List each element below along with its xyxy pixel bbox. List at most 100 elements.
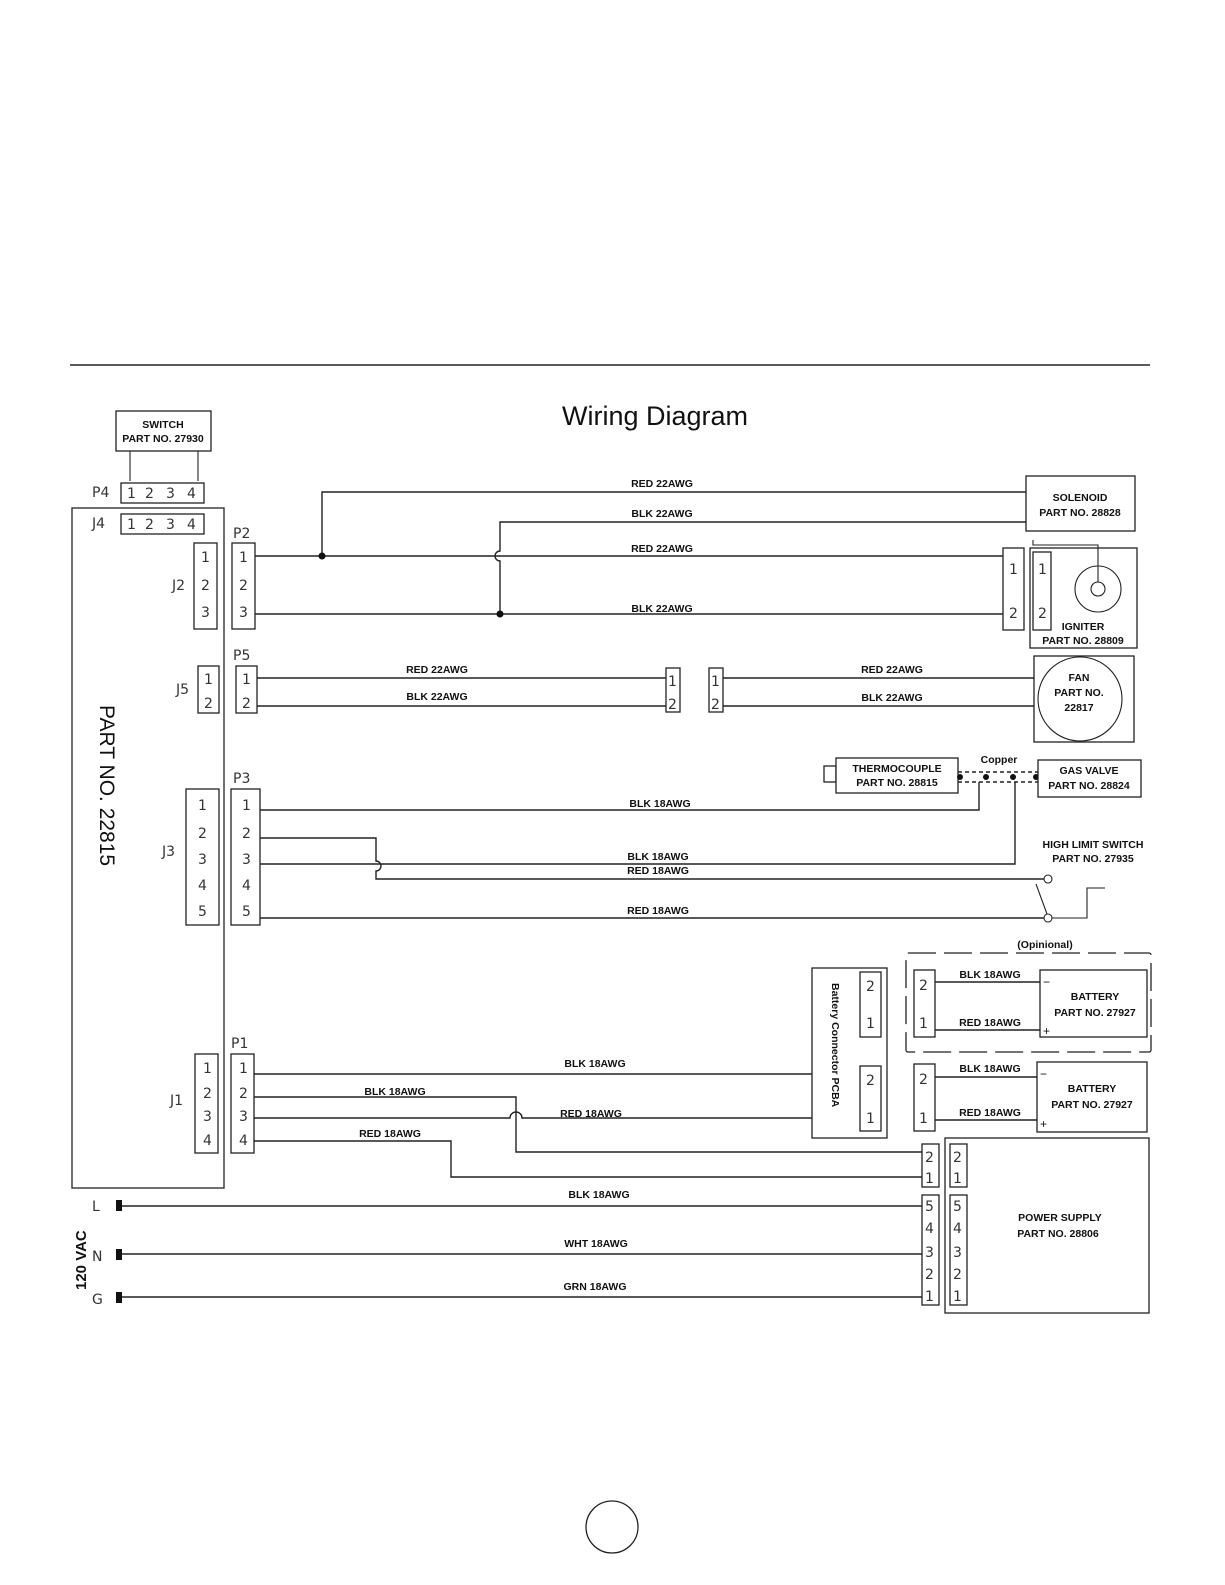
mains-n-label: N	[92, 1249, 102, 1265]
svg-text:PART NO. 27927: PART NO. 27927	[1051, 1099, 1133, 1111]
svg-text:4: 4	[953, 1221, 962, 1237]
svg-text:2: 2	[668, 697, 677, 713]
svg-text:3: 3	[198, 852, 207, 868]
svg-text:1: 1	[242, 798, 251, 814]
svg-text:4: 4	[239, 1133, 248, 1149]
battery-component: − + BATTERY PART NO. 27927	[1036, 1061, 1148, 1133]
svg-text:PART NO. 28809: PART NO. 28809	[1042, 635, 1124, 647]
svg-text:2: 2	[198, 826, 207, 842]
svg-text:PART NO. 28828: PART NO. 28828	[1039, 507, 1121, 519]
main-board-part: PART NO. 22815	[95, 705, 118, 866]
connector-p5-label: P5	[233, 648, 250, 664]
connector-p2	[231, 542, 256, 630]
svg-text:4: 4	[242, 878, 251, 894]
svg-text:1: 1	[1009, 562, 1018, 578]
connector-j1	[194, 1053, 219, 1154]
svg-text:3: 3	[201, 605, 210, 621]
svg-text:2: 2	[242, 696, 251, 712]
svg-text:2: 2	[953, 1267, 962, 1283]
svg-text:3: 3	[166, 486, 175, 502]
thermocouple-component: THERMOCOUPLE PART NO. 28815	[823, 757, 959, 794]
high-limit-switch-component: HIGH LIMIT SWITCH PART NO. 27935	[1035, 839, 1143, 923]
connector-j5-label: J5	[175, 682, 189, 698]
battery-connector-pcba: Battery Connector PCBA 2 1 2 1	[811, 967, 888, 1139]
fan-inline-connector-b	[708, 667, 724, 713]
svg-text:2: 2	[925, 1267, 934, 1283]
connector-j3-label: J3	[161, 844, 175, 860]
svg-text:2: 2	[1038, 606, 1047, 622]
wire-label-blk18-pcba: BLK 18AWG	[564, 1058, 625, 1070]
connector-p2-label: P2	[233, 526, 250, 542]
svg-text:1: 1	[866, 1111, 875, 1127]
wire-label-red18-limit-b: RED 18AWG	[627, 905, 689, 917]
svg-text:1: 1	[866, 1016, 875, 1032]
connector-j4	[120, 513, 205, 535]
svg-text:2: 2	[866, 1073, 875, 1089]
wire-label-blk22-igniter: BLK 22AWG	[631, 603, 692, 615]
wire-label-blk18-psu: BLK 18AWG	[364, 1086, 425, 1098]
svg-text:3: 3	[239, 1109, 248, 1125]
svg-text:1: 1	[953, 1171, 962, 1187]
svg-text:3: 3	[925, 1245, 934, 1261]
switch-component: SWITCH PART NO. 27930	[115, 410, 212, 481]
svg-text:2: 2	[919, 978, 928, 994]
svg-text:BATTERY: BATTERY	[1071, 991, 1119, 1003]
svg-text:3: 3	[166, 517, 175, 533]
mains-g-terminal	[116, 1292, 122, 1303]
power-supply-component: 2 1 5 4 3 2 1 POWER SUPPLY PART NO. 2880…	[944, 1137, 1150, 1314]
connector-j3	[185, 788, 220, 926]
svg-text:3: 3	[242, 852, 251, 868]
svg-text:1: 1	[201, 550, 210, 566]
wire-label-blk18-thermo: BLK 18AWG	[629, 798, 690, 810]
svg-text:FAN: FAN	[1069, 672, 1090, 684]
page-number-badge	[585, 1500, 639, 1554]
battery-opt-connector	[913, 969, 936, 1038]
svg-text:1: 1	[203, 1061, 212, 1077]
copper-tube	[957, 771, 1039, 783]
svg-text:PART NO.: PART NO.	[1054, 687, 1103, 699]
svg-text:3: 3	[953, 1245, 962, 1261]
svg-text:+: +	[1043, 1024, 1050, 1038]
connector-j4-label: J4	[91, 516, 105, 532]
wire-label-grn18-g: GRN 18AWG	[563, 1281, 626, 1293]
wire-label-blk18-batt: BLK 18AWG	[959, 1063, 1020, 1075]
svg-text:1: 1	[919, 1016, 928, 1032]
svg-text:1: 1	[239, 550, 248, 566]
svg-text:1: 1	[198, 798, 207, 814]
svg-text:1: 1	[127, 517, 136, 533]
wire-label-blk18-gasvalve: BLK 18AWG	[627, 851, 688, 863]
diagram-title: Wiring Diagram	[562, 401, 748, 431]
svg-text:5: 5	[953, 1199, 962, 1215]
battery-connector	[913, 1063, 936, 1132]
svg-text:SOLENOID: SOLENOID	[1053, 492, 1108, 504]
wire-label-red22-fan-b: RED 22AWG	[861, 664, 923, 676]
svg-text:5: 5	[198, 904, 207, 920]
svg-text:2: 2	[145, 517, 154, 533]
svg-text:1: 1	[242, 672, 251, 688]
svg-text:−: −	[1043, 975, 1050, 989]
connector-j1-label: J1	[169, 1093, 183, 1109]
wire-label-blk22-solenoid: BLK 22AWG	[631, 508, 692, 520]
svg-text:1: 1	[127, 486, 136, 502]
svg-text:2: 2	[201, 578, 210, 594]
fan-inline-connector-a	[665, 667, 681, 713]
svg-text:THERMOCOUPLE: THERMOCOUPLE	[852, 763, 941, 775]
svg-text:PART NO. 28824: PART NO. 28824	[1048, 780, 1130, 792]
svg-text:2: 2	[1009, 606, 1018, 622]
svg-text:2: 2	[866, 979, 875, 995]
svg-text:IGNITER: IGNITER	[1062, 621, 1105, 633]
svg-text:1: 1	[1038, 562, 1047, 578]
svg-text:3: 3	[203, 1109, 212, 1125]
svg-text:22817: 22817	[1064, 702, 1093, 714]
wire-label-blk18-batt-opt: BLK 18AWG	[959, 969, 1020, 981]
connector-p4	[120, 482, 205, 504]
optional-battery-group	[905, 952, 1152, 1053]
wire-label-red18-batt: RED 18AWG	[959, 1107, 1021, 1119]
connector-p3	[230, 788, 261, 926]
wire-label-red18-psu: RED 18AWG	[359, 1128, 421, 1140]
svg-text:2: 2	[925, 1150, 934, 1166]
svg-text:5: 5	[925, 1199, 934, 1215]
svg-text:1: 1	[239, 1061, 248, 1077]
svg-text:BATTERY: BATTERY	[1068, 1083, 1116, 1095]
